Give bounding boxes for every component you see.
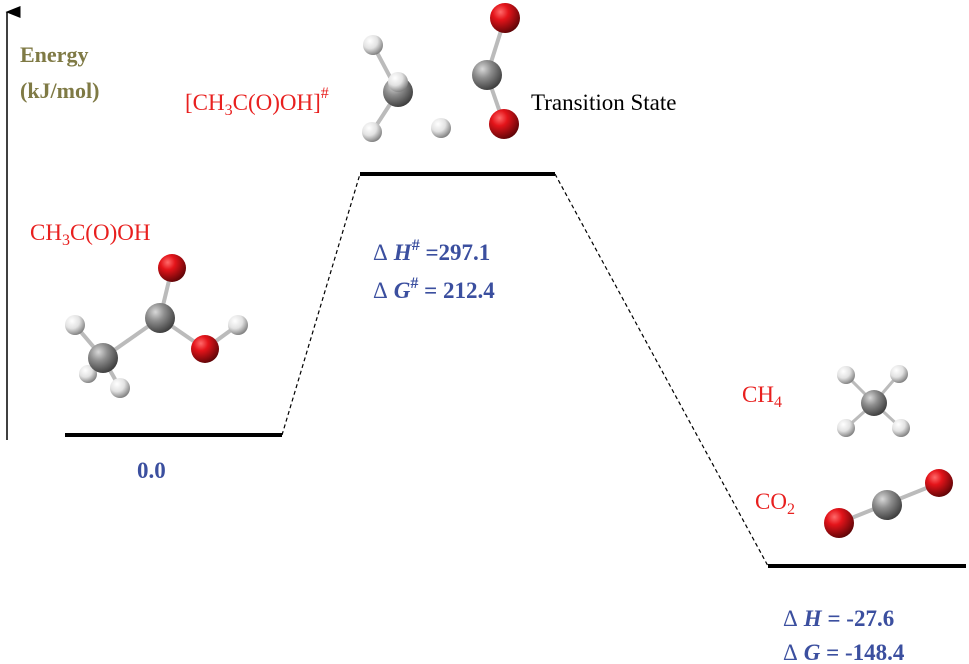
connector-dashed xyxy=(281,173,361,436)
methane-molecule xyxy=(837,365,910,437)
ts-label: [CH3C(O)OH]# xyxy=(185,85,329,119)
reactant-label: CH3C(O)OH xyxy=(30,220,150,249)
co2-molecule xyxy=(824,469,953,538)
acetic-acid-molecule xyxy=(65,254,248,398)
axis-unit: (kJ/mol) xyxy=(20,78,99,103)
axis-title: Energy xyxy=(20,42,88,67)
ch4-label: CH4 xyxy=(742,382,782,411)
connector-dashed xyxy=(554,173,769,567)
ts-caption: Transition State xyxy=(531,90,676,115)
co2-label: CO2 xyxy=(755,489,795,518)
ts-molecule xyxy=(362,3,520,142)
reactant-energy: 0.0 xyxy=(137,458,166,483)
